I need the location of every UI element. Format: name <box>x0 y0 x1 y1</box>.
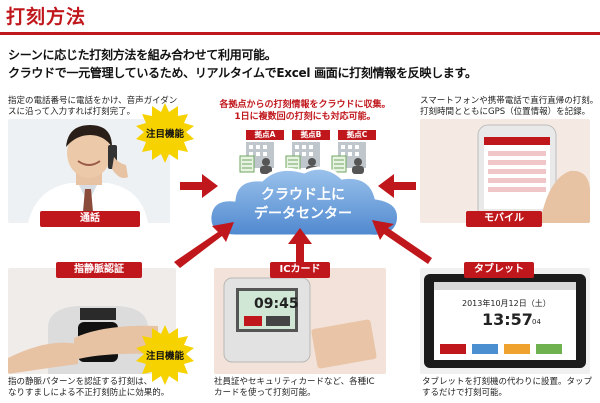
iccard-method-label: ICカード <box>270 262 330 278</box>
arrow-phone-to-cloud <box>180 174 218 198</box>
site-a: 拠点A <box>238 130 284 176</box>
phone-description: 指定の電話番号に電話をかけ、音声ガイダン スに沿って入力すれば打刻完了。 <box>8 96 178 117</box>
phone-method-label: 通話 <box>40 211 140 227</box>
tablet-photo: 2013年10月12日（土） 13:57 04 <box>420 268 590 374</box>
iccard-screen-time: 09:45 <box>254 296 299 312</box>
site-b: 拠点B <box>284 130 330 176</box>
office-building-icon <box>239 142 274 174</box>
page-title: 打刻方法 <box>6 6 87 28</box>
starburst-icon <box>136 325 194 385</box>
arrow-vein-to-cloud <box>174 222 234 268</box>
vein-method-label: 指静脈認証 <box>56 262 142 278</box>
title-divider <box>0 32 600 35</box>
vein-featured-badge: 注目機能 <box>134 324 196 386</box>
phone-featured-badge: 注目機能 <box>134 102 196 164</box>
site-c: 拠点C <box>330 130 376 176</box>
tablet-screen-time: 13:57 <box>482 310 533 329</box>
mobile-photo <box>420 119 590 223</box>
office-building-icon <box>331 142 366 174</box>
iccard-photo: 09:45 <box>214 268 386 374</box>
starburst-icon <box>136 103 194 163</box>
tablet-method-label: タブレット <box>464 262 534 278</box>
mobile-method-label: モバイル <box>466 211 542 227</box>
cloud-title: クラウド上に データセンター <box>254 187 352 222</box>
tablet-screen-seconds: 04 <box>532 318 541 326</box>
arrow-mobile-to-cloud <box>378 174 416 198</box>
arrow-iccard-to-cloud <box>288 228 312 262</box>
lead-text-line-2: クラウドで一元管理しているため、リアルタイムでExcel 画面に打刻情報を反映し… <box>8 66 477 80</box>
iccard-description: 社員証やセキュリティカードなど、各種IC カードを使って打刻可能。 <box>214 377 375 398</box>
cloud-caption: 各拠点からの打刻情報をクラウドに収集。 1日に複数回の打刻にも対応可能。 <box>219 100 391 122</box>
cloud-icon <box>208 166 401 238</box>
office-building-icon <box>285 142 320 174</box>
vein-description: 指の静脈パターンを認証する打刻は、 なりすましによる不正打刻防止に効果的。 <box>8 377 170 398</box>
tablet-description: タブレットを打刻機の代わりに設置。タップ するだけで打刻可能。 <box>422 377 593 398</box>
arrow-tablet-to-cloud <box>372 220 432 264</box>
lead-text-line-1: シーンに応じた打刻方法を組み合わせて利用可能。 <box>8 48 277 62</box>
mobile-description: スマートフォンや携帯電話で直行直帰の打刻。 打刻時間とともにGPS（位置情報）を… <box>420 96 599 117</box>
tablet-screen-date: 2013年10月12日（土） <box>462 299 551 308</box>
